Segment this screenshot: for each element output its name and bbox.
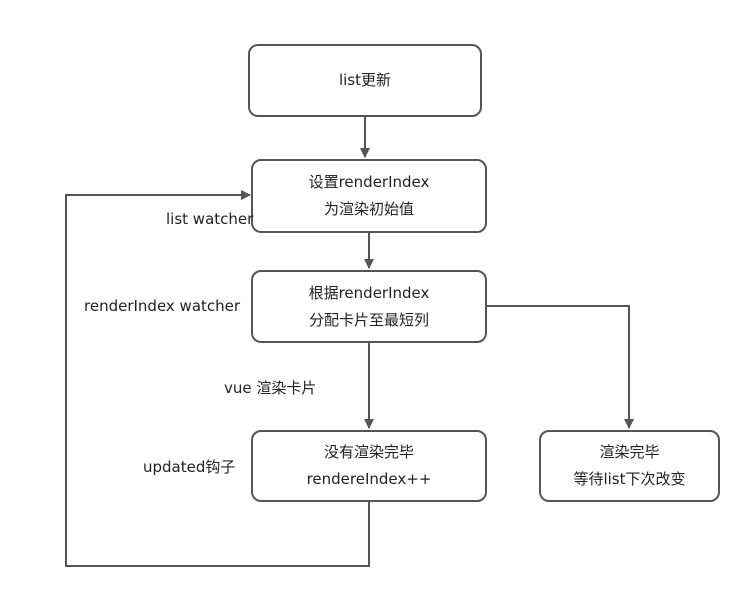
node-finished: 渲染完毕 等待list下次改变 (539, 430, 720, 502)
edge-label-updated-hook: updated钩子 (143, 458, 236, 476)
arrow-assign-to-finished (485, 305, 634, 429)
node-set-render-index-line1: 设置renderIndex (308, 173, 430, 191)
node-not-finished-line1: 没有渲染完毕 (323, 443, 414, 461)
node-assign-cards-line1: 根据renderIndex (308, 283, 430, 302)
node-list-update-line1: list更新 (338, 71, 392, 89)
node-not-finished-line2: rendereIndex++ (306, 470, 432, 488)
edge-label-render-index-watcher: renderIndex watcher (84, 297, 241, 315)
node-set-render-index-line2: 为渲染初始值 (323, 200, 414, 218)
arrow-loop-back (65, 190, 370, 567)
node-finished-line1: 渲染完毕 (599, 443, 660, 461)
edge-label-list-watcher: list watcher (166, 210, 254, 228)
node-set-render-index: 设置renderIndex 为渲染初始值 (251, 159, 487, 233)
node-not-finished: 没有渲染完毕 rendereIndex++ (251, 430, 487, 502)
edge-label-vue-render-cards: vue 渲染卡片 (224, 379, 317, 397)
node-finished-line2: 等待list下次改变 (573, 470, 686, 488)
node-assign-cards-line2: 分配卡片至最短列 (308, 310, 429, 329)
node-list-update: list更新 (248, 44, 482, 117)
node-assign-cards: 根据renderIndex 分配卡片至最短列 (251, 270, 487, 343)
